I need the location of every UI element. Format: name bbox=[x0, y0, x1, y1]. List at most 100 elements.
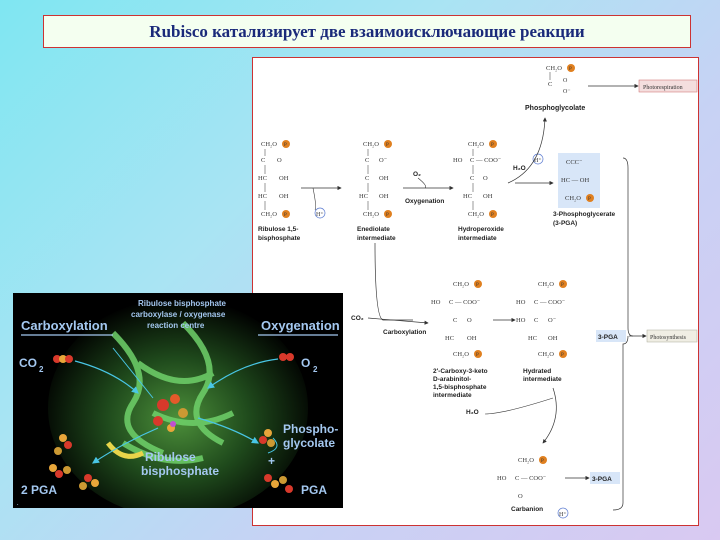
svg-text:C: C bbox=[534, 317, 538, 324]
svg-text:CH₂O: CH₂O bbox=[453, 351, 469, 358]
svg-text:.: . bbox=[17, 501, 19, 507]
svg-text:P: P bbox=[541, 459, 544, 464]
svg-text:P: P bbox=[476, 353, 479, 358]
carbanion-structure: CH₂O P HO C — COO⁻ O Carbanion bbox=[497, 456, 547, 513]
svg-text:P: P bbox=[386, 213, 389, 218]
svg-text:O⁻: O⁻ bbox=[379, 157, 388, 164]
svg-text:2: 2 bbox=[39, 365, 44, 374]
svg-text:Ribulose 1,5-: Ribulose 1,5- bbox=[258, 226, 298, 233]
svg-text:HC: HC bbox=[445, 335, 454, 342]
svg-text:CH₂O: CH₂O bbox=[261, 211, 277, 218]
phosphoglycolate-structure: CH₂O P C O O⁻ Phosphoglycolate Photoresp… bbox=[525, 64, 698, 112]
svg-text:O: O bbox=[301, 356, 310, 370]
svg-text:CH₂O: CH₂O bbox=[538, 281, 554, 288]
photosynthesis-box bbox=[646, 329, 698, 343]
svg-text:H₂O: H₂O bbox=[513, 165, 526, 172]
slide-title-box: Rubisco катализирует две взаимоисключающ… bbox=[43, 15, 691, 48]
svg-text:CH₂O: CH₂O bbox=[565, 195, 581, 202]
svg-text:O⁻: O⁻ bbox=[563, 89, 571, 95]
photorespiration-box bbox=[638, 79, 698, 93]
svg-text:O: O bbox=[563, 78, 568, 84]
svg-text:carboxylase / oxygenase: carboxylase / oxygenase bbox=[131, 310, 226, 319]
svg-text:+: + bbox=[268, 454, 275, 468]
svg-text:Ribulose: Ribulose bbox=[145, 450, 196, 464]
protein-ribbons bbox=[110, 320, 235, 464]
svg-text:3-Phosphoglycerate: 3-Phosphoglycerate bbox=[553, 211, 616, 218]
svg-text:C: C bbox=[365, 175, 369, 182]
svg-text:OH: OH bbox=[483, 193, 493, 200]
svg-text:CCC⁻: CCC⁻ bbox=[566, 159, 583, 166]
svg-text:OH: OH bbox=[379, 175, 389, 182]
svg-text:Phosphoglycolate: Phosphoglycolate bbox=[525, 105, 585, 112]
svg-text:C — COO⁻: C — COO⁻ bbox=[449, 299, 481, 306]
svg-text:OH: OH bbox=[279, 175, 289, 182]
svg-text:HO: HO bbox=[497, 475, 507, 482]
svg-text:Carbanion: Carbanion bbox=[511, 506, 543, 513]
svg-text:HO: HO bbox=[431, 299, 441, 306]
svg-text:HC: HC bbox=[258, 175, 267, 182]
svg-text:P: P bbox=[588, 197, 591, 202]
pga-molecules-right bbox=[264, 474, 293, 493]
svg-text:CH₂O: CH₂O bbox=[363, 211, 379, 218]
svg-text:C: C bbox=[261, 157, 265, 164]
svg-text:HO: HO bbox=[516, 317, 526, 324]
svg-text:OH: OH bbox=[379, 193, 389, 200]
svg-text:P: P bbox=[561, 283, 564, 288]
svg-text:OH: OH bbox=[279, 193, 289, 200]
svg-text:CH₂O: CH₂O bbox=[363, 141, 379, 148]
svg-text:Photorespiration: Photorespiration bbox=[643, 85, 683, 91]
svg-text:C — COO⁻: C — COO⁻ bbox=[470, 157, 502, 164]
svg-text:C: C bbox=[548, 81, 552, 88]
svg-text:PGA: PGA bbox=[301, 483, 327, 497]
h-plus-icon bbox=[314, 207, 326, 219]
svg-text:CH₂O: CH₂O bbox=[546, 65, 562, 72]
svg-text:O: O bbox=[277, 157, 282, 164]
svg-text:Oxygenation: Oxygenation bbox=[405, 198, 444, 205]
svg-text:Carboxylation: Carboxylation bbox=[383, 329, 426, 336]
svg-text:P: P bbox=[284, 213, 287, 218]
svg-text:glycolate: glycolate bbox=[283, 436, 335, 450]
svg-text:CH₂O: CH₂O bbox=[538, 351, 554, 358]
pga-box bbox=[596, 330, 626, 342]
svg-text:3-PGA: 3-PGA bbox=[592, 476, 612, 483]
svg-text:2′-Carboxy-3-keto: 2′-Carboxy-3-keto bbox=[433, 368, 488, 375]
svg-text:H⁺: H⁺ bbox=[316, 211, 324, 218]
svg-text:C — COO⁻: C — COO⁻ bbox=[515, 475, 547, 482]
svg-text:P: P bbox=[476, 283, 479, 288]
protein-structure-image bbox=[48, 298, 308, 508]
phosphate-icon bbox=[567, 64, 575, 72]
svg-text:intermediate: intermediate bbox=[433, 392, 472, 399]
svg-text:CH₂O: CH₂O bbox=[468, 141, 484, 148]
svg-text:CO: CO bbox=[19, 356, 37, 370]
svg-text:C: C bbox=[453, 317, 457, 324]
svg-text:P: P bbox=[491, 213, 494, 218]
ribulose-bisphosphate-structure: CH₂O P C O HC OH HC OH CH₂O P Ribulose 1… bbox=[258, 140, 301, 242]
svg-text:HC: HC bbox=[258, 193, 267, 200]
svg-text:HO: HO bbox=[453, 157, 463, 164]
svg-text:P: P bbox=[386, 143, 389, 148]
svg-text:O⁻: O⁻ bbox=[548, 317, 557, 324]
svg-text:Carboxylation: Carboxylation bbox=[21, 318, 108, 333]
svg-text:HC: HC bbox=[528, 335, 537, 342]
svg-text:P: P bbox=[569, 67, 572, 72]
svg-text:O: O bbox=[518, 493, 523, 500]
svg-text:HC: HC bbox=[463, 193, 472, 200]
svg-text:OH: OH bbox=[467, 335, 477, 342]
svg-text:P: P bbox=[284, 143, 287, 148]
svg-text:(3-PGA): (3-PGA) bbox=[553, 220, 577, 227]
svg-text:2 PGA: 2 PGA bbox=[21, 483, 57, 497]
svg-text:HC — OH: HC — OH bbox=[561, 177, 589, 184]
keto-intermediate-structure: CH₂O P HO C — COO⁻ C O HC OH CH₂O P 2′-C… bbox=[431, 280, 488, 399]
svg-text:2: 2 bbox=[313, 365, 318, 374]
svg-text:C — COO⁻: C — COO⁻ bbox=[534, 299, 566, 306]
svg-text:OH: OH bbox=[548, 335, 558, 342]
svg-text:Enediolate: Enediolate bbox=[357, 226, 390, 233]
svg-text:intermediate: intermediate bbox=[523, 376, 562, 383]
svg-text:C: C bbox=[365, 157, 369, 164]
svg-text:CH₂O: CH₂O bbox=[453, 281, 469, 288]
svg-text:H⁺: H⁺ bbox=[559, 511, 567, 518]
svg-text:intermediate: intermediate bbox=[458, 235, 497, 242]
svg-text:O₂: O₂ bbox=[413, 171, 421, 178]
svg-text:1,5-bisphosphate: 1,5-bisphosphate bbox=[433, 384, 487, 391]
svg-text:Hydroperoxide: Hydroperoxide bbox=[458, 226, 504, 233]
